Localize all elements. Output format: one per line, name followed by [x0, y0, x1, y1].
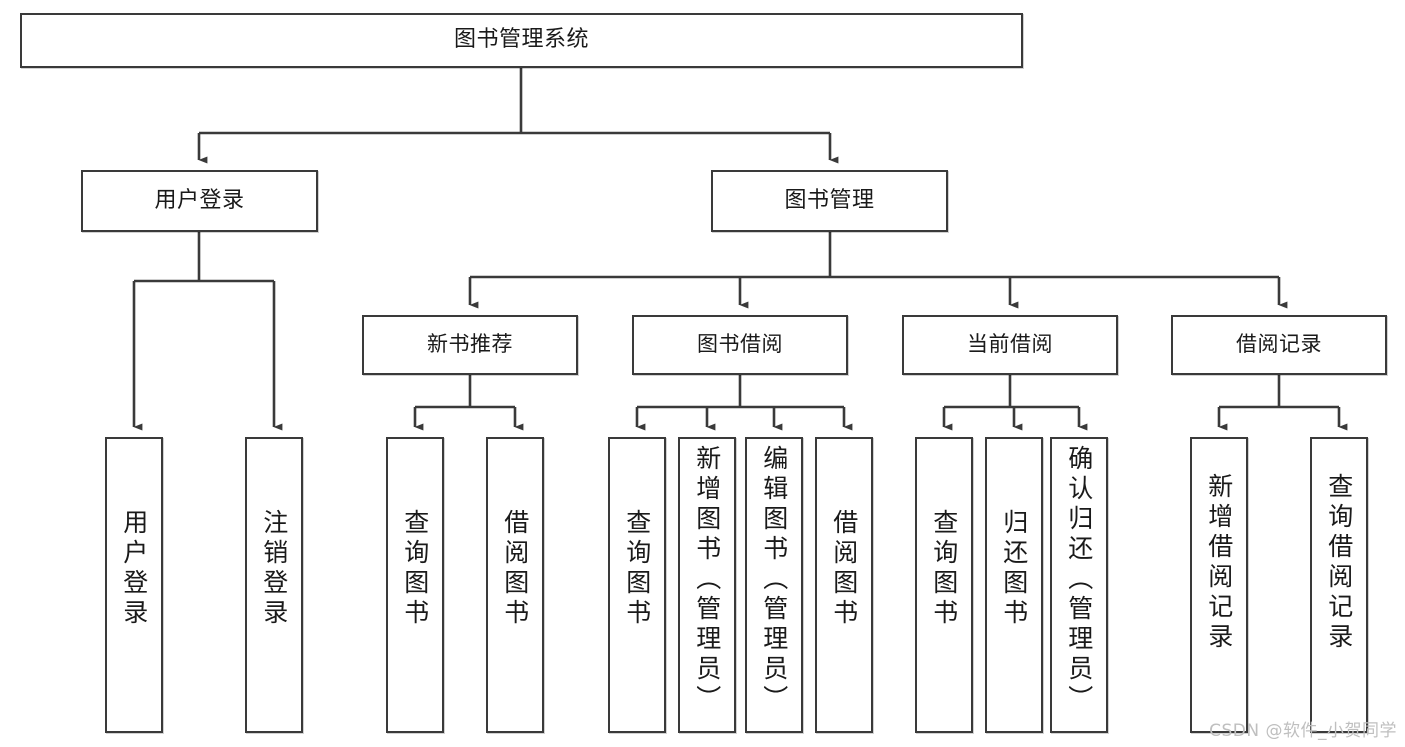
leaf-query-book-current[interactable]: 查询图书 — [915, 437, 973, 733]
leaf-logout[interactable]: 注销登录 — [245, 437, 303, 733]
node-label: 查询借阅记录 — [1324, 473, 1354, 653]
node-label: 查询图书 — [929, 509, 959, 629]
node-label: 借阅图书 — [829, 509, 859, 629]
node-label: 图书借阅 — [697, 332, 783, 357]
node-label: 借阅图书 — [500, 509, 530, 629]
node-label: 图书管理 — [784, 187, 875, 213]
leaf-borrow-book-recommend[interactable]: 借阅图书 — [486, 437, 544, 733]
node-root[interactable]: 图书管理系统 — [20, 13, 1023, 68]
node-user-login[interactable]: 用户登录 — [81, 170, 318, 232]
node-borrow-record[interactable]: 借阅记录 — [1171, 315, 1387, 375]
leaf-query-borrow-record[interactable]: 查询借阅记录 — [1310, 437, 1368, 733]
node-label: 新书推荐 — [427, 332, 513, 357]
node-label: 查询图书 — [622, 509, 652, 629]
leaf-borrow-book[interactable]: 借阅图书 — [815, 437, 873, 733]
node-label: 编辑图书（管理员） — [759, 445, 789, 715]
node-label: 借阅记录 — [1236, 332, 1322, 357]
csdn-watermark: CSDN @软件_小贺同学 — [1209, 721, 1397, 741]
leaf-add-borrow-record[interactable]: 新增借阅记录 — [1190, 437, 1248, 733]
leaf-add-book-admin[interactable]: 新增图书（管理员） — [678, 437, 736, 733]
leaf-edit-book-admin[interactable]: 编辑图书（管理员） — [745, 437, 803, 733]
node-label: 用户登录 — [154, 187, 245, 213]
node-current-borrow[interactable]: 当前借阅 — [902, 315, 1118, 375]
leaf-query-book[interactable]: 查询图书 — [608, 437, 666, 733]
node-book-management[interactable]: 图书管理 — [711, 170, 948, 232]
node-label: 查询图书 — [400, 509, 430, 629]
leaf-query-book-recommend[interactable]: 查询图书 — [386, 437, 444, 733]
node-label: 归还图书 — [999, 509, 1029, 629]
node-label: 当前借阅 — [967, 332, 1053, 357]
node-label: 图书管理系统 — [453, 27, 589, 53]
leaf-user-login[interactable]: 用户登录 — [105, 437, 163, 733]
node-book-borrow[interactable]: 图书借阅 — [632, 315, 848, 375]
node-label: 用户登录 — [119, 509, 149, 629]
node-new-book-recommend[interactable]: 新书推荐 — [362, 315, 578, 375]
node-label: 新增借阅记录 — [1204, 473, 1234, 653]
leaf-confirm-return-admin[interactable]: 确认归还（管理员） — [1050, 437, 1108, 733]
node-label: 注销登录 — [259, 509, 289, 629]
node-label: 确认归还（管理员） — [1064, 445, 1094, 715]
leaf-return-book[interactable]: 归还图书 — [985, 437, 1043, 733]
node-label: 新增图书（管理员） — [692, 445, 722, 715]
